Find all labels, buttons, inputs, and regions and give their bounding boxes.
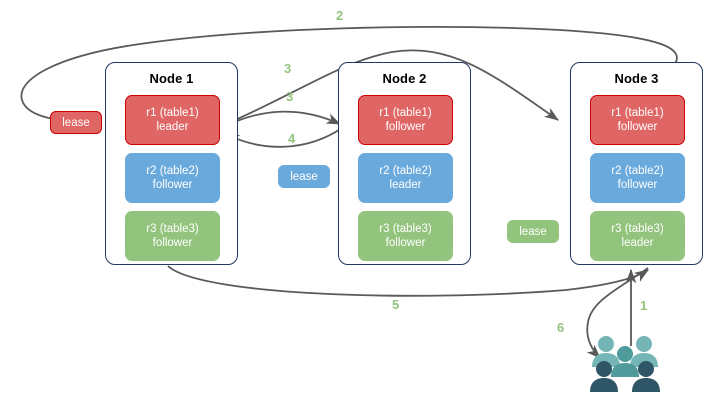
replica-role: follower (152, 179, 193, 191)
edge-label-step-4: 4 (288, 131, 296, 146)
node-container-node1[interactable]: Node 1 r1 (table1) leader r2 (table2) fo… (105, 62, 238, 265)
edge-label-step-2: 2 (336, 8, 344, 23)
replica-name: r3 (table3) (379, 222, 432, 235)
edge-step-5 (167, 265, 649, 297)
replica-role: follower (617, 179, 658, 191)
replica-name: r1 (table1) (379, 106, 432, 119)
replica-role: follower (617, 121, 658, 133)
replica-name: r3 (table3) (611, 222, 664, 235)
edge-label-step-6: 6 (557, 320, 565, 335)
node-title-node1: Node 1 (149, 71, 194, 86)
replica-name: r2 (table2) (611, 164, 664, 177)
replica-node1-r3[interactable]: r3 (table3) follower (125, 211, 220, 261)
replica-node3-r2[interactable]: r2 (table2) follower (590, 153, 685, 203)
lease-badge-r2[interactable]: lease (278, 165, 330, 188)
node-title-node2: Node 2 (382, 71, 427, 86)
replica-name: r2 (table2) (146, 164, 199, 177)
replica-node2-r2[interactable]: r2 (table2) leader (358, 153, 453, 203)
replica-role: leader (389, 179, 422, 191)
users-group-icon (590, 336, 660, 392)
lease-badge-r1[interactable]: lease (50, 111, 102, 134)
replica-node2-r3[interactable]: r3 (table3) follower (358, 211, 453, 261)
replica-role: leader (621, 237, 654, 249)
replica-role: leader (156, 121, 189, 133)
replica-role: follower (152, 237, 193, 249)
replica-name: r1 (table1) (611, 106, 664, 119)
lease-badge-r3[interactable]: lease (507, 220, 559, 243)
node-container-node3[interactable]: Node 3 r1 (table1) follower r2 (table2) … (570, 62, 703, 265)
replica-node3-r1[interactable]: r1 (table1) follower (590, 95, 685, 145)
edge-label-step-1: 1 (640, 298, 648, 313)
replica-node1-r1[interactable]: r1 (table1) leader (125, 95, 220, 145)
replica-role: follower (385, 121, 426, 133)
replica-node3-r3[interactable]: r3 (table3) leader (590, 211, 685, 261)
edge-step-4 (225, 127, 343, 148)
node-container-node2[interactable]: Node 2 r1 (table1) follower r2 (table2) … (338, 62, 471, 265)
node-title-node3: Node 3 (614, 71, 659, 86)
replica-name: r2 (table2) (379, 164, 432, 177)
edge-step-3-short (221, 110, 341, 129)
replica-role: follower (385, 237, 426, 249)
replica-node1-r2[interactable]: r2 (table2) follower (125, 153, 220, 203)
edge-label-step-3a: 3 (284, 61, 292, 76)
replica-name: r3 (table3) (146, 222, 199, 235)
replica-node2-r1[interactable]: r1 (table1) follower (358, 95, 453, 145)
edge-label-step-3b: 3 (286, 89, 294, 104)
edge-label-step-5: 5 (392, 297, 400, 312)
replica-name: r1 (table1) (146, 106, 199, 119)
